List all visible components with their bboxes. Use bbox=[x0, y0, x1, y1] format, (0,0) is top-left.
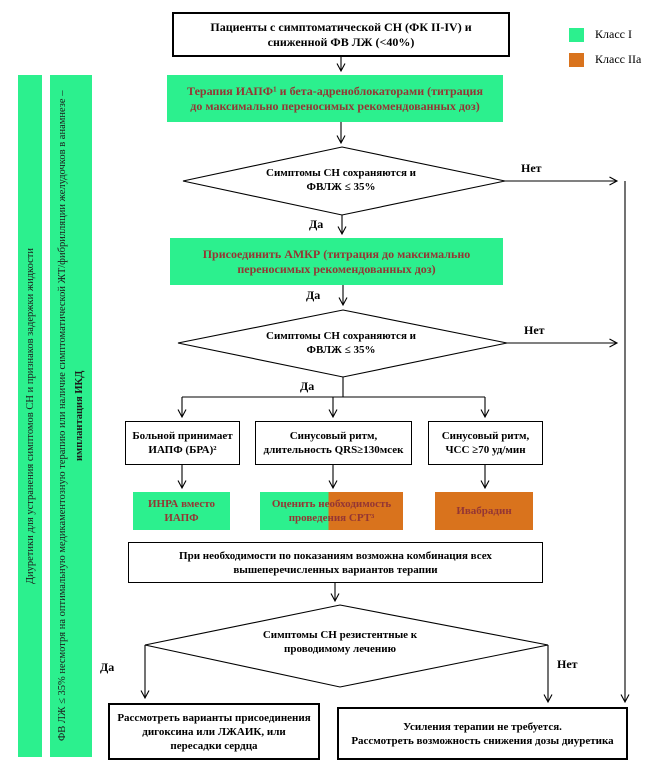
start-box: Пациенты с симптоматической СН (ФК II-IV… bbox=[172, 12, 510, 57]
condition-acei-arb-text: Больной принимает ИАПФ (БРА)² bbox=[132, 430, 233, 456]
amcr-box: Присоединить АМКР (титрация до максималь… bbox=[170, 238, 503, 285]
sidebar-diuretics-label: Диуретики для устранения симптомов СН и … bbox=[24, 247, 36, 585]
decision3-yes-label: Да bbox=[100, 660, 115, 674]
decision1-text: Симптомы СН сохраняются и ФВЛЖ ≤ 35% bbox=[241, 166, 441, 194]
sidebar-diuretics-text: Диуретики для устранения симптомов СН и … bbox=[22, 248, 39, 584]
decision3-text: Симптомы СН резистентные к проводимому л… bbox=[235, 628, 445, 656]
sidebar-diuretics-bar: Диуретики для устранения симптомов СН и … bbox=[18, 75, 42, 757]
acei-bb-therapy-box: Терапия ИАПФ¹ и бета-адреноблокаторами (… bbox=[167, 75, 503, 122]
amcr-yes-label: Да bbox=[306, 288, 321, 302]
outcome-yes-box: Рассмотреть варианты присоединения дигок… bbox=[108, 703, 320, 760]
condition-hr-text: Синусовый ритм, ЧСС ≥70 уд/мин bbox=[441, 430, 530, 456]
action-crt-box: Оценить необходимость проведения СРТ³ bbox=[260, 492, 403, 530]
action-ivabradine-box: Ивабрадин bbox=[435, 492, 533, 530]
sidebar-icd-text: ФВ ЛЖ ≤ 35% несмотря на оптимальную меди… bbox=[54, 81, 88, 751]
decision1-line2: ФВЛЖ ≤ 35% bbox=[306, 181, 376, 193]
sidebar-icd-bar: ФВ ЛЖ ≤ 35% несмотря на оптимальную меди… bbox=[50, 75, 92, 757]
class2a-label: Класс IIa bbox=[595, 52, 642, 66]
action-arni-box: ИНРА вместо ИАПФ bbox=[133, 492, 230, 530]
action-ivabradine-text: Ивабрадин bbox=[456, 505, 512, 517]
condition-qrs-text: Синусовый ритм, длительность QRS≥130мсек bbox=[263, 430, 404, 456]
class2a-color-swatch bbox=[569, 52, 584, 67]
decision1-line1: Симптомы СН сохраняются и bbox=[266, 167, 416, 179]
combination-text: При необходимости по показаниям возможна… bbox=[179, 549, 492, 576]
decision2-text: Симптомы СН сохраняются и ФВЛЖ ≤ 35% bbox=[241, 329, 441, 357]
decision3-line2: проводимому лечению bbox=[284, 643, 396, 655]
outcome-no-box: Усиления терапии не требуется. Рассмотре… bbox=[337, 707, 628, 760]
outcome-yes-text: Рассмотреть варианты присоединения дигок… bbox=[117, 711, 311, 752]
sidebar-icd-label: ФВ ЛЖ ≤ 35% несмотря на оптимальную меди… bbox=[57, 90, 68, 742]
decision2-line1: Симптомы СН сохраняются и bbox=[266, 330, 416, 342]
condition-qrs-box: Синусовый ритм, длительность QRS≥130мсек bbox=[255, 421, 412, 465]
decision2-line2: ФВЛЖ ≤ 35% bbox=[306, 344, 376, 356]
action-arni-text: ИНРА вместо ИАПФ bbox=[147, 498, 216, 524]
decision2-yes-label: Да bbox=[300, 379, 315, 393]
action-crt-text: Оценить необходимость проведения СРТ³ bbox=[271, 498, 392, 524]
decision1-no-label: Нет bbox=[521, 161, 542, 175]
legend-class2a: Класс IIa bbox=[569, 52, 641, 67]
decision3-line1: Симптомы СН резистентные к bbox=[262, 629, 418, 641]
sidebar-icd-label-bold: имплантация ИКД bbox=[74, 370, 85, 462]
decision1-yes-label: Да bbox=[309, 217, 324, 231]
decision2-no-label: Нет bbox=[524, 323, 545, 337]
combination-box: При необходимости по показаниям возможна… bbox=[128, 542, 543, 583]
start-box-text: Пациенты с симптоматической СН (ФК II-IV… bbox=[210, 19, 472, 49]
outcome-no-line2: Рассмотреть возможность снижения дозы ди… bbox=[351, 734, 614, 747]
amcr-text: Присоединить АМКР (титрация до максималь… bbox=[202, 246, 471, 276]
outcome-no-line1: Усиления терапии не требуется. bbox=[403, 720, 562, 733]
condition-hr-box: Синусовый ритм, ЧСС ≥70 уд/мин bbox=[428, 421, 543, 465]
acei-bb-therapy-text: Терапия ИАПФ¹ и бета-адреноблокаторами (… bbox=[187, 83, 483, 113]
class1-label: Класс I bbox=[595, 27, 632, 41]
decision3-no-label: Нет bbox=[557, 657, 578, 671]
class1-color-swatch bbox=[569, 27, 584, 42]
legend-class1: Класс I bbox=[569, 27, 632, 42]
condition-acei-arb-box: Больной принимает ИАПФ (БРА)² bbox=[125, 421, 240, 465]
